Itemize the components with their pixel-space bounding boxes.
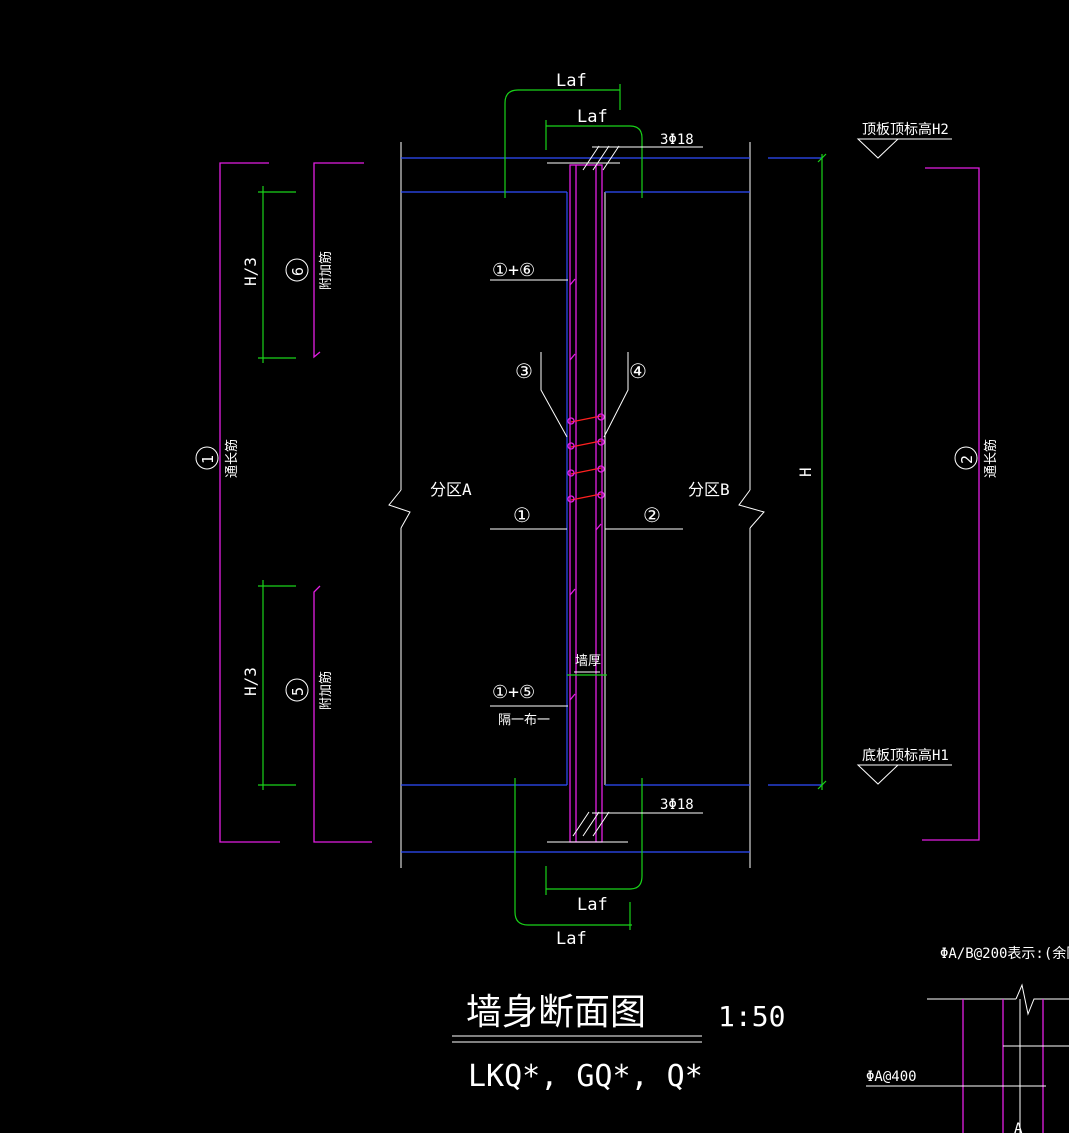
bottom-laf-inner-label: Laf <box>577 895 608 915</box>
side-brackets <box>219 162 980 843</box>
tag-1-5: ①+⑤ <box>492 682 535 703</box>
tag-1-6: ①+⑥ <box>492 260 535 281</box>
note-phi: ΦA@400 <box>866 1069 917 1085</box>
slab-lines <box>401 157 822 853</box>
bottom-bars-label: 3Φ18 <box>660 797 694 813</box>
tie-bars <box>567 413 605 503</box>
zone-b-label: 分区B <box>688 480 730 499</box>
left-lower-third-label: H/3 <box>241 667 260 696</box>
tag-alternate: 隔一布一 <box>498 713 550 728</box>
tag-1: ① <box>513 503 531 527</box>
wall-rebars <box>569 164 603 843</box>
dimension-lines <box>258 153 827 790</box>
left-main-bar-no: 1 <box>199 455 217 464</box>
left-upper-bar-name: 附加筋 <box>318 251 334 290</box>
top-bars-label: 3Φ18 <box>660 132 694 148</box>
title-block: 墙身断面图 1:50 LKQ*, GQ*, Q* <box>452 992 785 1094</box>
tag-2: ② <box>643 503 661 527</box>
left-upper-bar-no: 6 <box>289 267 307 276</box>
bottom-laf-outer-label: Laf <box>556 929 587 949</box>
wall-thickness-label: 墙厚 <box>575 654 601 669</box>
left-upper-third-label: H/3 <box>241 257 260 286</box>
top-elevation-label: 顶板顶标高H2 <box>862 121 949 138</box>
top-laf-outer-label: Laf <box>556 71 587 91</box>
top-laf-inner-label: Laf <box>577 107 608 127</box>
tag-4: ④ <box>629 359 647 383</box>
drawing-title: 墙身断面图 <box>466 992 646 1033</box>
right-main-bar-name: 通长筋 <box>983 439 999 478</box>
left-lower-bar-name: 附加筋 <box>318 671 334 710</box>
tag-3: ③ <box>515 359 533 383</box>
bottom-elevation-label: 底板顶标高H1 <box>862 747 949 764</box>
circle-markers <box>195 258 978 702</box>
drawing-scale: 1:50 <box>718 1000 785 1033</box>
right-main-bar-no: 2 <box>958 455 976 464</box>
note-a: A <box>1014 1121 1023 1133</box>
note-right: ΦA/B@200表示:(余同 <box>940 945 1069 962</box>
zone-a-label: 分区A <box>430 480 472 499</box>
leaders <box>490 138 952 843</box>
anchor-bars <box>504 84 643 930</box>
drawing-subtitle: LKQ*, GQ*, Q* <box>468 1059 703 1094</box>
height-label: H <box>796 467 815 477</box>
left-lower-bar-no: 5 <box>289 687 307 696</box>
detail-partial: ΦA/B@200表示:(余同 ΦA@400 A <box>866 945 1069 1133</box>
left-main-bar-name: 通长筋 <box>224 439 240 478</box>
